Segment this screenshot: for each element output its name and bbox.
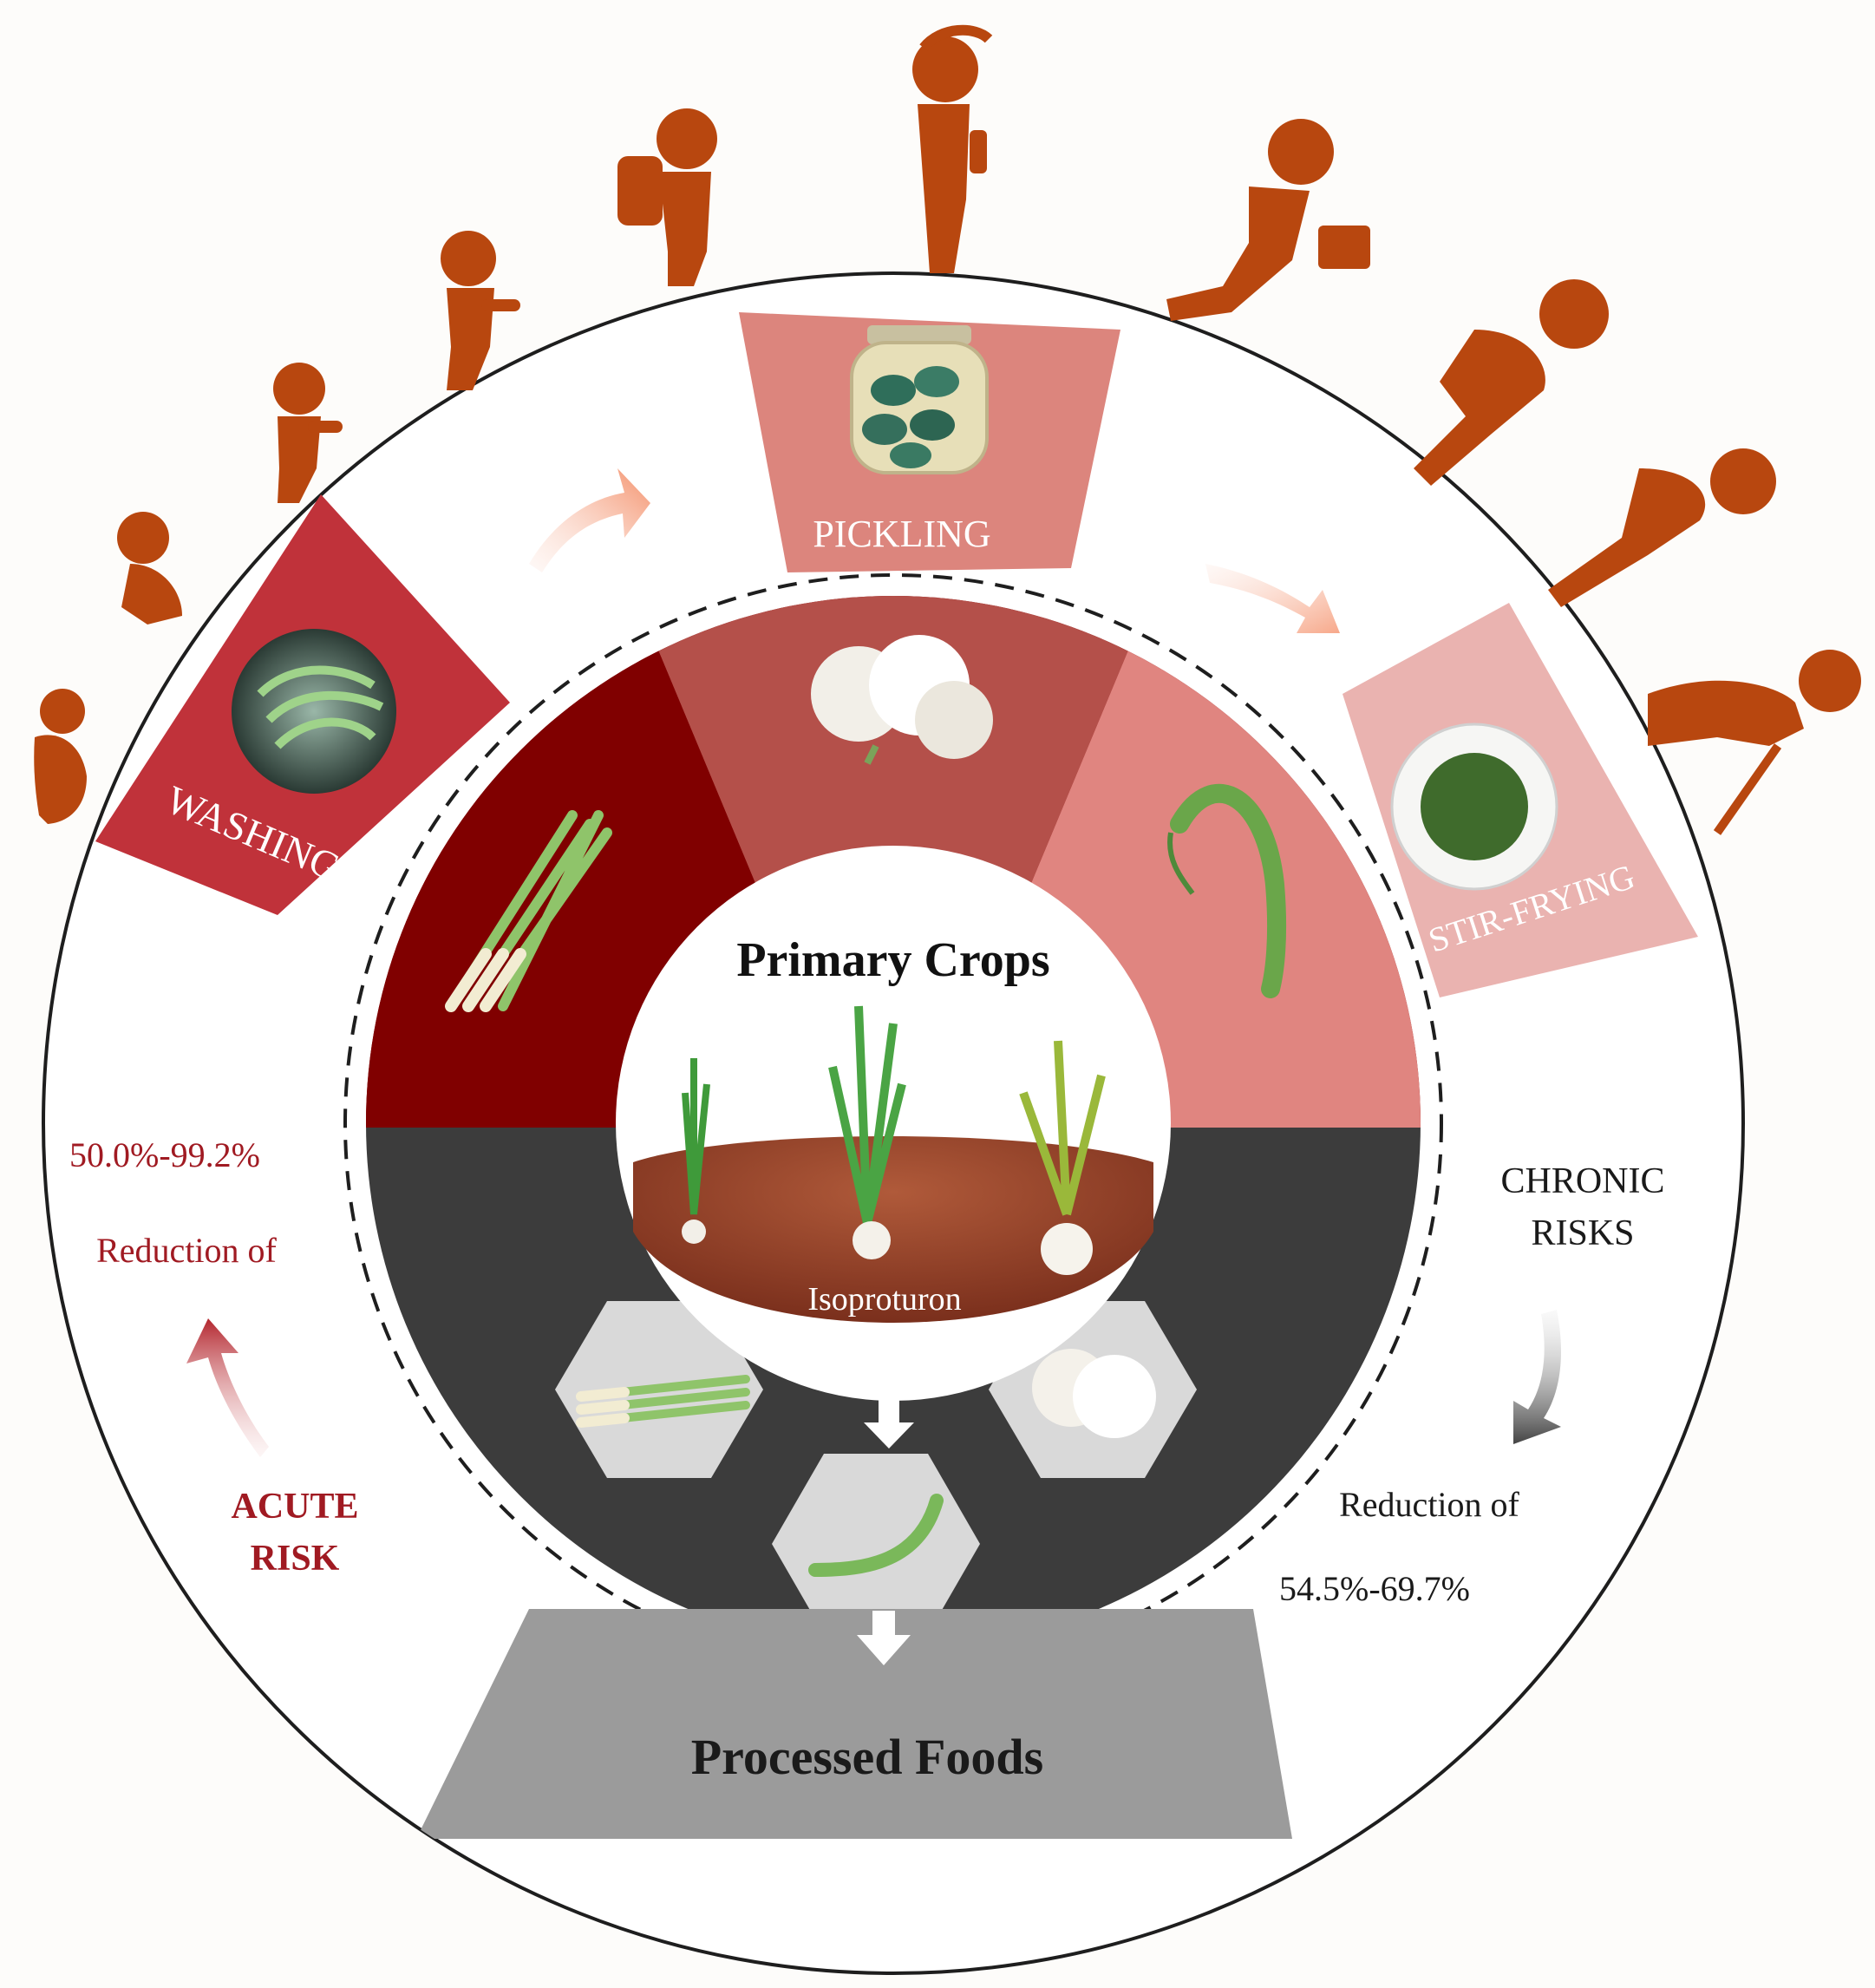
down-arrow-2 xyxy=(857,1635,911,1665)
processed-foods-label: Processed Foods xyxy=(691,1729,1044,1785)
adult-icon xyxy=(1166,119,1370,321)
processed-items xyxy=(555,1301,1197,1634)
down-arrow-stem-2 xyxy=(872,1611,895,1637)
garlic-icon xyxy=(811,635,993,765)
washing-bowl-icon xyxy=(232,629,396,794)
crop-plants-icon xyxy=(682,1005,1106,1275)
chronic-risk-label-2: RISKS xyxy=(1531,1213,1634,1253)
senior-icon xyxy=(1548,448,1776,607)
pickling-label: PICKLING xyxy=(813,513,990,555)
chronic-risk-arrow xyxy=(1513,1310,1561,1444)
soil xyxy=(633,1136,1153,1323)
processed-foods-block xyxy=(416,1609,1292,1839)
acute-risk-label-1: ACUTE xyxy=(231,1487,358,1527)
chronic-range: 54.5%-69.7% xyxy=(1279,1569,1470,1608)
life-stage-figures xyxy=(34,24,1861,835)
down-arrow xyxy=(864,1422,914,1448)
garlic-sector xyxy=(633,596,1153,902)
down-arrow-stem xyxy=(879,1388,899,1424)
chemical-label: Isoproturon xyxy=(807,1281,961,1318)
arrow-washing-to-pickling xyxy=(529,468,650,572)
schoolchild-icon xyxy=(617,108,717,286)
washed-scallion-icon xyxy=(257,665,384,749)
infant-icon xyxy=(34,689,87,824)
chronic-risk-label-1: CHRONIC xyxy=(1500,1161,1664,1201)
stir-fried-greens-icon xyxy=(1421,753,1528,860)
chronic-reduction-label: Reduction of xyxy=(1339,1485,1519,1524)
toddler-icon xyxy=(117,512,182,625)
young-child-icon xyxy=(273,363,343,503)
pickling-box: PICKLING xyxy=(739,312,1120,572)
teenager-icon xyxy=(912,24,993,273)
stir-frying-box: STIR-FRYING xyxy=(1343,603,1698,997)
middle-aged-icon xyxy=(1414,279,1609,486)
arrow-pickling-to-stir-frying xyxy=(1205,564,1340,633)
garlic-sprout-icon xyxy=(1167,784,1287,998)
acute-reduction-label: Reduction of xyxy=(96,1231,277,1270)
acute-range: 50.0%-99.2% xyxy=(69,1135,260,1174)
elderly-icon xyxy=(1648,650,1861,835)
washing-box: WASHING xyxy=(95,494,510,915)
child-icon xyxy=(441,231,520,390)
hex-garlic-sprout xyxy=(772,1454,980,1634)
pickle-jar-icon xyxy=(850,325,989,474)
scallion-icon xyxy=(445,810,612,1012)
center-title: Primary Crops xyxy=(736,933,1049,987)
acute-risk-label-2: RISK xyxy=(251,1539,340,1579)
acute-risk-arrow xyxy=(186,1318,269,1457)
